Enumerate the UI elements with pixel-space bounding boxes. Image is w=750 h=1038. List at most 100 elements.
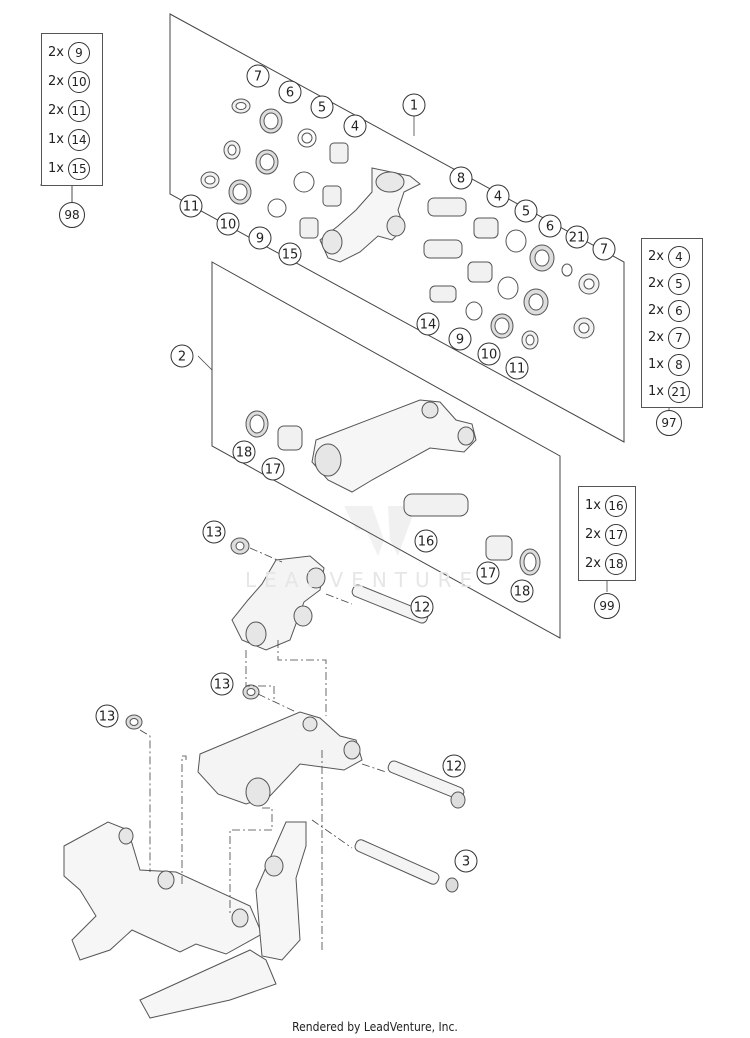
panel-1-parts [200, 98, 600, 350]
callout-17: 17 [261, 457, 285, 481]
callout-10: 10 [216, 212, 240, 236]
watermark-logo [344, 506, 416, 556]
callout-circle [514, 199, 538, 223]
callout-circle [565, 225, 589, 249]
callout-circle [477, 342, 501, 366]
callout-circle [454, 849, 478, 873]
callout-number: 17 [265, 463, 282, 478]
callout-circle [179, 194, 203, 218]
callout-number: 13 [99, 710, 116, 725]
panel-2-parts [245, 399, 541, 576]
callout-circle [486, 184, 510, 208]
callout-15: 15 [278, 242, 302, 266]
callout-10: 10 [477, 342, 501, 366]
callout-circle [310, 95, 334, 119]
callout-6: 6 [538, 214, 562, 238]
callout-number: 15 [282, 248, 299, 263]
callout-number: 18 [514, 585, 531, 600]
callout-circle [592, 237, 616, 261]
callout-circle [510, 579, 534, 603]
callout-circle [414, 529, 438, 553]
callout-group: 7654184562171110915149101121817161718131… [95, 64, 616, 873]
callout-number: 12 [414, 601, 431, 616]
callout-13: 13 [210, 672, 234, 696]
callout-circle [448, 327, 472, 351]
callout-9: 9 [248, 226, 272, 250]
linkage-assembly [63, 537, 466, 1019]
callout-circle [246, 64, 270, 88]
callout-number: 11 [183, 200, 200, 215]
callout-number: 10 [481, 348, 498, 363]
callout-circle [505, 356, 529, 380]
callout-18: 18 [232, 440, 256, 464]
assembly-guide-lines [139, 547, 387, 950]
kit-label-97: 97 [656, 410, 682, 436]
callout-circle [216, 212, 240, 236]
callout-circle [248, 226, 272, 250]
panel-kit-1-outline [169, 13, 625, 443]
callout-circle [232, 440, 256, 464]
callout-circle [416, 312, 440, 336]
callout-4: 4 [486, 184, 510, 208]
callout-16: 16 [414, 529, 438, 553]
panel-kit-2-outline [211, 261, 561, 639]
callout-circle [442, 754, 466, 778]
callout-12: 12 [410, 595, 434, 619]
callout-circle [343, 114, 367, 138]
callout-number: 2 [178, 350, 186, 365]
callout-3: 3 [454, 849, 478, 873]
callout-18: 18 [510, 579, 534, 603]
callout-number: 16 [418, 535, 435, 550]
callout-number: 3 [462, 855, 470, 870]
callout-circle [202, 520, 226, 544]
callout-circle [278, 80, 302, 104]
callout-number: 14 [420, 318, 437, 333]
callout-number: 7 [254, 70, 262, 85]
callout-circle [476, 561, 500, 585]
callout-number: 6 [286, 86, 294, 101]
callout-1: 1 [402, 93, 426, 117]
callout-17: 17 [476, 561, 500, 585]
callout-number: 17 [480, 567, 497, 582]
callout-21: 21 [565, 225, 589, 249]
callout-number: 12 [446, 760, 463, 775]
callout-number: 10 [220, 218, 237, 233]
kit-label-99: 99 [594, 593, 620, 619]
callout-circle [538, 214, 562, 238]
callout-7: 7 [592, 237, 616, 261]
callout-number: 21 [569, 231, 586, 246]
callout-number: 13 [206, 526, 223, 541]
callout-7: 7 [246, 64, 270, 88]
callout-circle [170, 344, 194, 368]
callout-number: 6 [546, 220, 554, 235]
callout-11: 11 [179, 194, 203, 218]
callout-13: 13 [202, 520, 226, 544]
callout-12: 12 [442, 754, 466, 778]
callout-number: 11 [509, 362, 526, 377]
callout-number: 4 [351, 120, 359, 135]
callout-circle [278, 242, 302, 266]
callout-circle [410, 595, 434, 619]
callout-9: 9 [448, 327, 472, 351]
callout-number: 7 [600, 243, 608, 258]
callout-2: 2 [170, 344, 194, 368]
callout-number: 8 [457, 172, 465, 187]
kit-label-98: 98 [59, 202, 85, 228]
callout-number: 9 [456, 333, 464, 348]
